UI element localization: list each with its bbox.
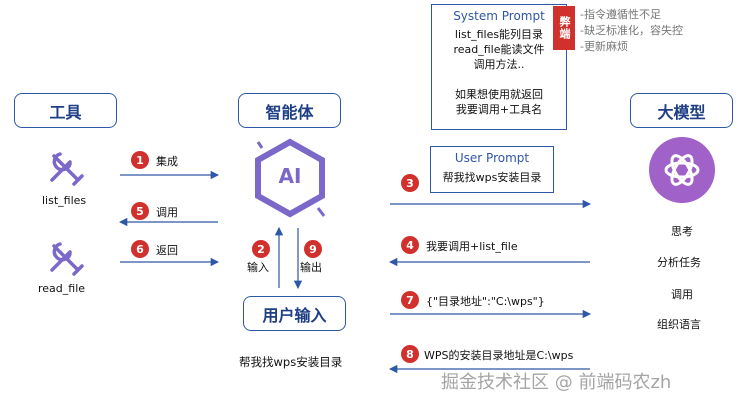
step-badge-5: 5 — [131, 202, 149, 220]
step-badge-3: 3 — [401, 174, 419, 192]
system-prompt-line: list_files能列目录 — [454, 28, 544, 41]
tools-header: 工具 — [14, 93, 117, 128]
user-input-header: 用户输入 — [243, 296, 346, 331]
step-label-output: 输出 — [300, 261, 322, 274]
step-badge-6: 6 — [131, 240, 149, 258]
step-label-answer: WPS的安装目录地址是C:\wps — [424, 349, 574, 362]
model-capability-call: 调用 — [671, 288, 693, 301]
agent-header: 智能体 — [238, 93, 341, 128]
downside-note: -缺乏标准化，容失控 — [580, 24, 683, 37]
system-prompt-line: read_file能读文件 — [453, 43, 545, 56]
ai-icon-text: AI — [278, 164, 302, 188]
wrench-icon — [50, 152, 84, 186]
model-header: 大模型 — [630, 93, 733, 128]
system-prompt-line: 我要调用+工具名 — [455, 103, 543, 116]
watermark: 掘金技术社区 @ 前端码农zh — [441, 372, 672, 393]
wrench-icon — [50, 242, 84, 276]
step-label-tool-result: {"目录地址":"C:\wps"} — [426, 295, 545, 308]
user-prompt-box: User Prompt 帮我找wps安装目录 — [430, 146, 554, 193]
model-capability-analyze: 分析任务 — [657, 256, 701, 269]
step-badge-2: 2 — [252, 240, 270, 258]
step-badge-1: 1 — [131, 151, 149, 169]
system-prompt-title: System Prompt — [453, 9, 545, 23]
step-label-tool-request: 我要调用+list_file — [426, 240, 518, 253]
step-badge-7: 7 — [401, 291, 419, 309]
step-label-call: 调用 — [156, 206, 178, 219]
tool-label-read-file: read_file — [38, 282, 86, 295]
step-label-return: 返回 — [156, 244, 178, 257]
system-prompt-line: 如果想使用就返回 — [455, 88, 543, 101]
step-badge-4: 4 — [401, 236, 419, 254]
model-capability-think: 思考 — [671, 225, 693, 238]
downside-tag: 弊端 — [553, 6, 575, 50]
system-prompt-line — [432, 72, 566, 87]
step-badge-8: 8 — [401, 345, 419, 363]
model-capability-language: 组织语言 — [657, 318, 701, 331]
step-label-input: 输入 — [247, 261, 269, 274]
step-label-integrate: 集成 — [156, 155, 178, 168]
downside-note: -更新麻烦 — [580, 40, 628, 53]
user-query-text: 帮我找wps安装目录 — [239, 355, 343, 369]
system-prompt-box: System Prompt list_files能列目录 read_file能读… — [431, 4, 567, 130]
downside-note: -指令遵循性不足 — [580, 8, 661, 21]
user-prompt-title: User Prompt — [454, 151, 530, 165]
tool-label-list-files: list_files — [42, 194, 87, 207]
step-badge-9: 9 — [304, 240, 322, 258]
system-prompt-line: 调用方法.. — [473, 58, 525, 71]
user-prompt-body: 帮我找wps安装目录 — [442, 171, 542, 184]
